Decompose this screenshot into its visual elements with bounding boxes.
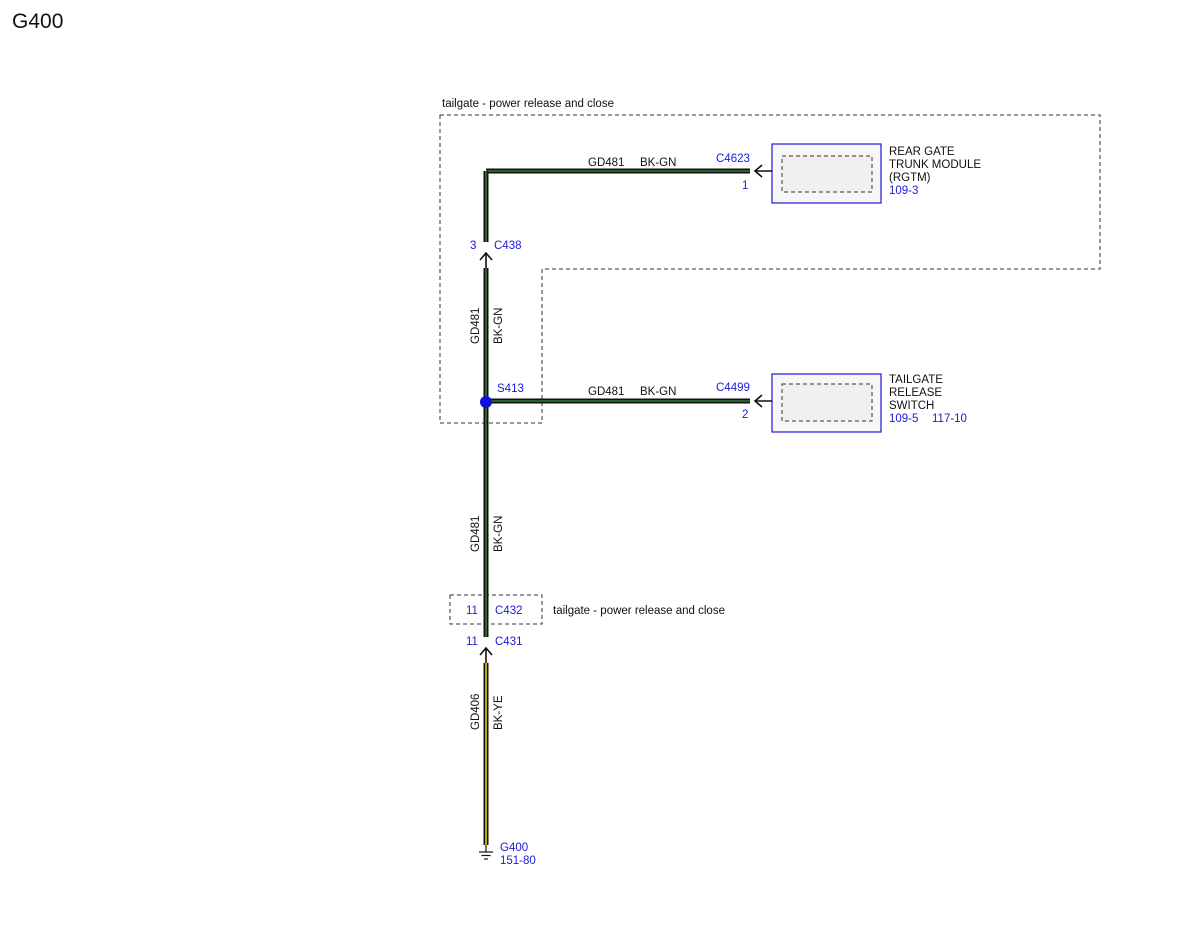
upper-zone-label: tailgate - power release and close: [442, 98, 614, 110]
switch-inner: [781, 383, 873, 422]
wire-top-color: BK-GN: [640, 157, 676, 169]
c438-connector-icon: [479, 251, 493, 268]
wire-lower-vertical-circuit: GD481: [470, 516, 482, 552]
rgtm-ref: 109-3: [889, 185, 918, 197]
ground-ref: 151-80: [500, 855, 536, 867]
ground-name: G400: [500, 842, 528, 854]
rgtm-inner: [781, 155, 873, 193]
switch-component: [753, 373, 882, 433]
switch-name-line-2: RELEASE: [889, 387, 942, 399]
wire-ground-lead-color: BK-YE: [493, 695, 505, 730]
c432-pin: 11: [466, 605, 478, 617]
wire-upper-vertical-circuit: GD481: [470, 308, 482, 344]
wire-top-circuit: GD481: [588, 157, 624, 169]
switch-connector: C4499: [716, 382, 750, 394]
rgtm-pin: 1: [742, 180, 748, 192]
switch-ref-1: 109-5: [889, 413, 918, 425]
switch-name-line-3: SWITCH: [889, 400, 934, 412]
rgtm-name-line-1: REAR GATE: [889, 146, 955, 158]
c438-name: C438: [494, 240, 522, 252]
switch-ref-2: 117-10: [932, 413, 967, 425]
c432-name: C432: [495, 605, 523, 617]
inline-zone-label: tailgate - power release and close: [553, 605, 725, 617]
rgtm-name-line-3: (RGTM): [889, 172, 931, 184]
c438-pin: 3: [470, 240, 476, 252]
splice-s413-label: S413: [497, 383, 524, 395]
switch-pin: 2: [742, 409, 748, 421]
c431-name: C431: [495, 636, 523, 648]
wire-middle-circuit: GD481: [588, 386, 624, 398]
c431-connector-icon: [479, 646, 493, 663]
rgtm-connector: C4623: [716, 153, 750, 165]
inline-zone-outline: [449, 594, 543, 625]
switch-name-line-1: TAILGATE: [889, 374, 943, 386]
rgtm-pin-arrow-icon: [753, 164, 772, 178]
rgtm-component: [753, 143, 882, 204]
rgtm-name-line-2: TRUNK MODULE: [889, 159, 981, 171]
ground-icon: [479, 845, 493, 860]
upper-zone-outline: [439, 114, 1101, 424]
wire-middle-color: BK-GN: [640, 386, 676, 398]
wire-ground-lead-circuit: GD406: [470, 694, 482, 730]
wire-lower-vertical-color: BK-GN: [493, 516, 505, 552]
switch-pin-arrow-icon: [753, 394, 772, 408]
page-title: G400: [12, 10, 64, 33]
splice-s413-dot: [480, 396, 492, 408]
c431-pin: 11: [466, 636, 478, 648]
wire-upper-vertical-color: BK-GN: [493, 308, 505, 344]
